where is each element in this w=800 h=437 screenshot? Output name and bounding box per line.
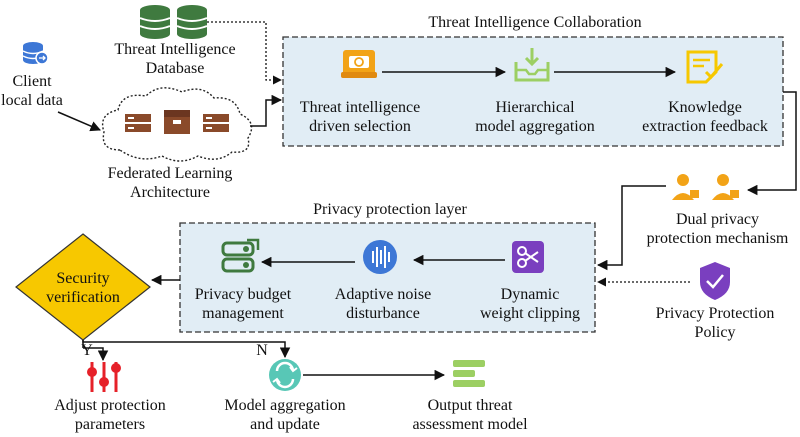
budget-panel-icon (221, 238, 260, 273)
database-icon (139, 5, 208, 39)
yes-label: Y (81, 342, 93, 359)
budget-label: Privacy budget management (194, 286, 292, 322)
feedback-label: Knowledge extraction feedback (642, 99, 768, 135)
threat-db-label: Threat Intelligence Database (114, 41, 236, 77)
aggregation-label: Hierarchical model aggregation (475, 99, 595, 135)
panel-to-dual-arrow (746, 91, 797, 196)
server-icon (203, 114, 229, 132)
client-label: Client local data (1, 73, 63, 109)
client-database-icon (22, 42, 49, 65)
tic-title: Threat Intelligence Collaboration (428, 14, 642, 31)
scissors-icon (512, 241, 544, 273)
sliders-icon (87, 362, 121, 392)
sound-wave-icon (363, 240, 397, 274)
db-to-panel-arrow (207, 21, 282, 85)
sticky-note-check-icon (686, 50, 724, 84)
no-label: N (256, 342, 268, 359)
federated-label: Federated Learning Architecture (107, 165, 233, 201)
dual-privacy-label: Dual privacy protection mechanism (646, 211, 789, 247)
inbox-download-icon (514, 48, 550, 82)
policy-label: Privacy Protection Policy (655, 305, 775, 341)
users-lock-icon (672, 174, 739, 200)
server-icon (125, 114, 151, 132)
cloud-to-panel-arrow (250, 94, 283, 127)
refresh-cycle-icon (269, 359, 301, 391)
box-icon (164, 110, 190, 134)
client-to-cloud-arrow (57, 111, 101, 132)
update-label: Model aggregation and update (224, 397, 346, 433)
clipping-label: Dynamic weight clipping (480, 286, 580, 322)
federated-cloud-icon (101, 87, 253, 162)
dual-to-layer-arrow (596, 185, 666, 271)
adjust-label: Adjust protection parameters (54, 397, 166, 433)
sync-box-icon (341, 50, 377, 78)
shield-check-icon (700, 262, 730, 300)
output-label: Output threat assessment model (412, 397, 528, 433)
noise-label: Adaptive noise disturbance (334, 286, 432, 322)
security-label: Security verification (46, 270, 120, 306)
selection-label: Threat intelligence driven selection (299, 99, 421, 135)
model-card-icon (453, 360, 485, 387)
no-branch-arrow (82, 340, 291, 359)
ppl-title: Privacy protection layer (313, 201, 467, 218)
yes-branch-arrow (83, 347, 109, 362)
